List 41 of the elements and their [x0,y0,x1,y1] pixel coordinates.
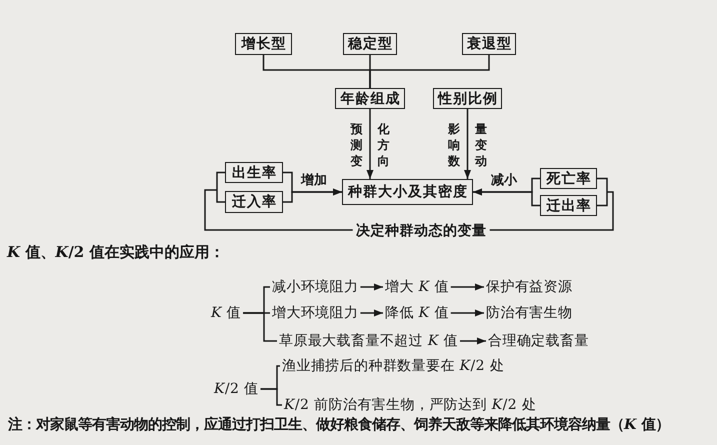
item-text: 合理确定载畜量 [486,332,591,350]
connector-line [243,312,277,342]
concept-box: 稳定型 [343,33,397,55]
concept-box: 增长型 [235,33,292,55]
arrow [283,188,342,203]
concept-box: 死亡率 [540,168,597,189]
item-text: 降低 K 值 [383,304,451,322]
item-text: 减小环境阻力 [270,278,360,296]
note-text: 注：对家鼠等有害动物的控制，应通过打扫卫生、做好粮食储存、饲养天敌等来降低其环境容纳量（K 值） [8,416,670,434]
arrow [473,188,540,206]
concept-box: 出生率 [225,162,283,183]
item-text: 增大 K 值 [383,278,451,296]
edge-label: 减小 [489,173,519,189]
item-text: 渔业捕捞后的种群数量要在 K/2 处 [280,357,506,375]
term-label: K/2 值 [212,380,261,398]
connector-line [260,388,282,406]
arrow [360,284,383,290]
arrow [360,310,383,316]
concept-box: 迁出率 [540,195,597,216]
concept-box: 种群大小及其密度 [342,179,473,205]
term-label: K 值 [209,304,244,322]
item-text: K/2 前防治有害生物，严防达到 K/2 处 [282,396,538,414]
item-text: 保护有益资源 [484,278,574,296]
item-text: 防治有害生物 [484,304,574,322]
arrow [464,109,471,179]
edge-label: 增加 [299,173,329,189]
arrow [460,338,486,344]
concept-box: 性别比例 [433,88,502,109]
concept-box: 年龄组成 [335,88,405,109]
edge-label: 预测变化方向 [350,121,390,169]
edge-label: 影响数量变动 [448,121,488,169]
concept-box: 迁入率 [225,191,283,213]
item-text: 增大环境阻力 [270,304,360,322]
arrow [366,109,374,179]
arrow [450,284,484,290]
connector-line [369,55,490,88]
section-heading: K 值、K/2 值在实践中的应用： [7,243,224,261]
arrow [450,310,484,316]
item-text: 草原最大载畜量不超过 K 值 [277,332,460,350]
concept-box: 衰退型 [462,33,516,55]
bracket-label: 决定种群动态的变量 [352,222,490,240]
